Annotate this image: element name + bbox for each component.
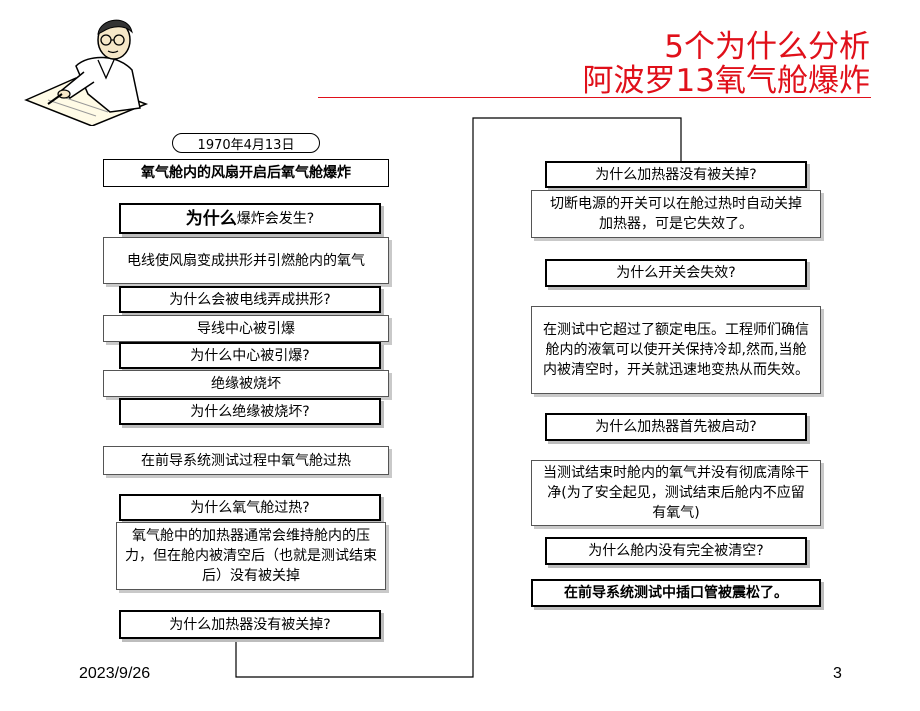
- why-box-2: 为什么会被电线弄成拱形?: [119, 286, 381, 313]
- answer-box-7: 切断电源的开关可以在舱过热时自动关掉加热器，可是它失效了。: [531, 190, 821, 238]
- why-lead-text: 为什么: [185, 208, 237, 229]
- answer-box-3: 绝缘被烧坏: [103, 370, 389, 397]
- why-box-7: 为什么加热器没有被关掉?: [545, 161, 807, 188]
- answer-box-4: 在前导系统测试过程中氧气舱过热: [103, 446, 389, 475]
- answer-box-9: 当测试结束时舱内的氧气并没有彻底清除干净(为了安全起见，测试结束后舱内不应留有氧…: [531, 460, 821, 526]
- why-box-3: 为什么中心被引爆?: [119, 342, 381, 369]
- why-rest-text: 爆炸会发生?: [236, 210, 315, 227]
- answer-box-8: 在测试中它超过了额定电压。工程师们确信舱内的液氧可以使开关保持冷却,然而,当舱内…: [531, 306, 821, 394]
- event-box: 氧气舱内的风扇开启后氧气舱爆炸: [103, 159, 389, 187]
- page-number: 3: [833, 665, 842, 682]
- scientist-writing-illustration: [24, 19, 149, 126]
- root-cause-box: 在前导系统测试中插口管被震松了。: [531, 579, 821, 607]
- why-box-1: 为什么爆炸会发生?: [119, 203, 381, 234]
- incident-date-badge: 1970年4月13日: [172, 133, 320, 153]
- footer-date: 2023/9/26: [79, 665, 151, 682]
- why-box-5: 为什么氧气舱过热?: [119, 494, 381, 521]
- why-box-6: 为什么加热器没有被关掉?: [119, 610, 381, 639]
- title-divider: [318, 97, 871, 98]
- why-box-8: 为什么开关会失效?: [545, 259, 807, 287]
- why-box-4: 为什么绝缘被烧坏?: [119, 398, 381, 425]
- answer-box-5: 氧气舱中的加热器通常会维持舱内的压力，但在舱内被清空后（也就是测试结束后）没有被…: [116, 522, 386, 590]
- why-box-10: 为什么舱内没有完全被清空?: [545, 537, 807, 565]
- answer-box-1: 电线使风扇变成拱形并引燃舱内的氧气: [103, 237, 389, 284]
- slide-title-line2: 阿波罗13氧气舱爆炸: [582, 63, 870, 99]
- answer-box-2: 导线中心被引爆: [103, 315, 389, 342]
- slide-title-line1: 5个为什么分析: [664, 29, 870, 65]
- why-box-9: 为什么加热器首先被启动?: [545, 413, 807, 441]
